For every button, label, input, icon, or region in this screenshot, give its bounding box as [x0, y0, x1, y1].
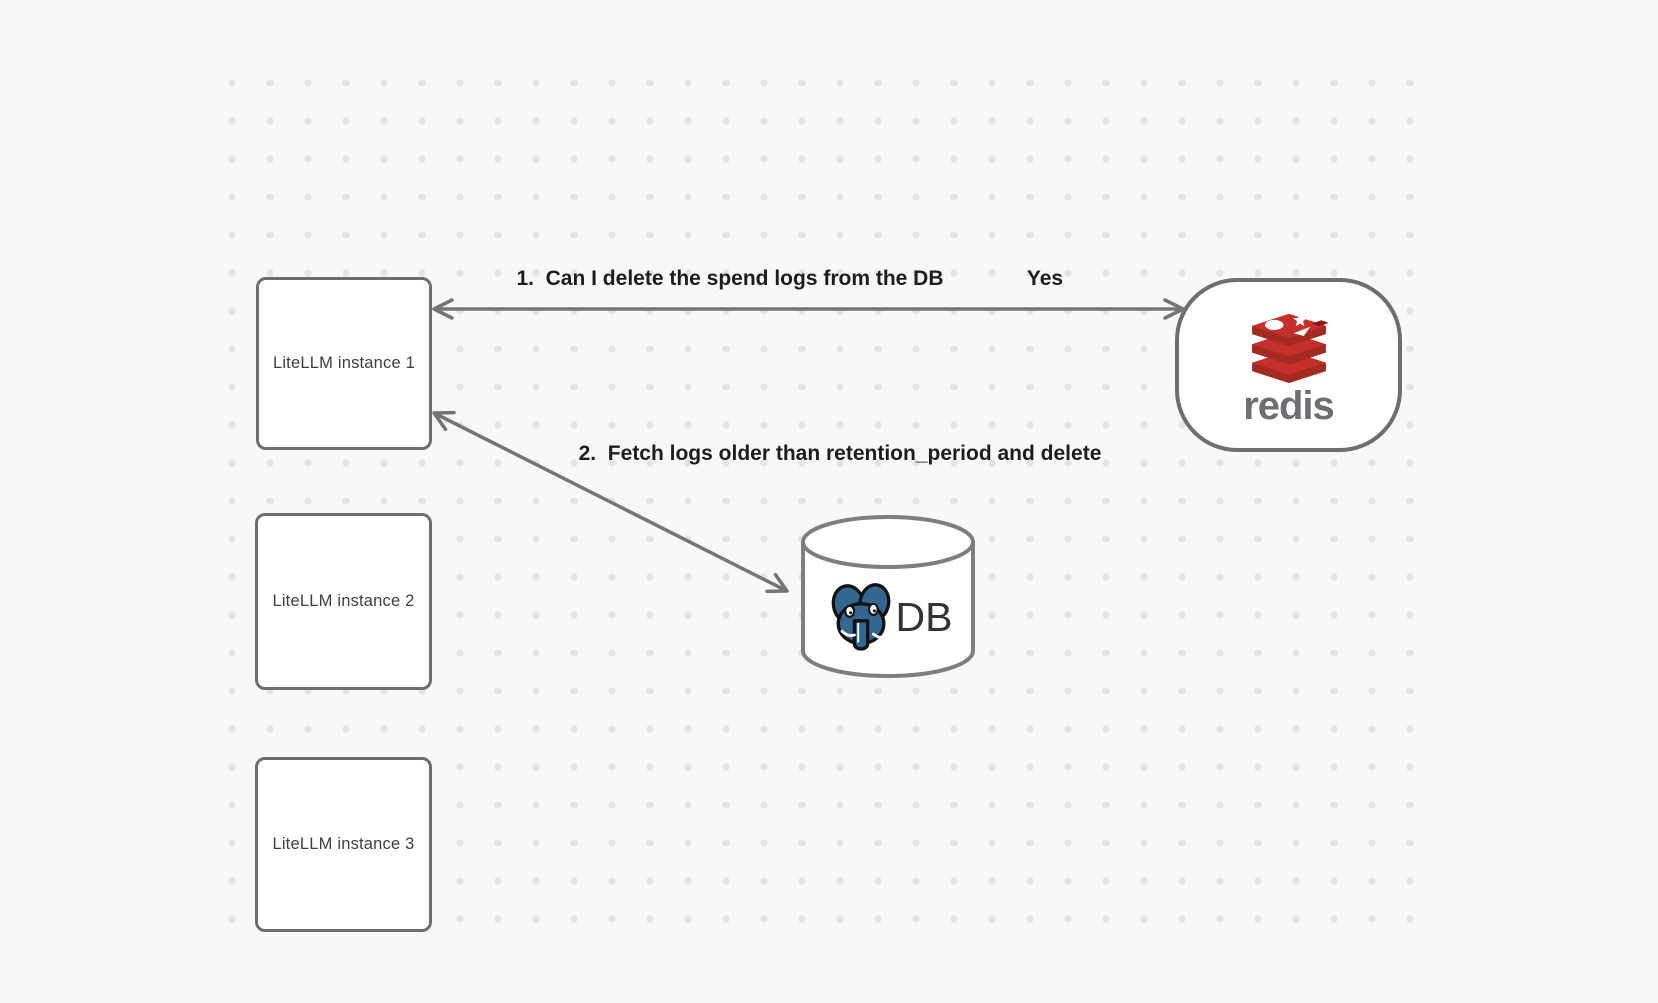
edge2-label[interactable]: 2. Fetch logs older than retention_perio…	[578, 442, 1102, 465]
db-label: DB	[895, 593, 953, 640]
edge1-reply-label[interactable]: Yes	[1026, 267, 1064, 290]
edge-instance1-db[interactable]	[432, 410, 789, 594]
node-litellm-instance-1[interactable]: LiteLLM instance 1	[256, 277, 432, 450]
node-litellm-instance-2[interactable]: LiteLLM instance 2	[255, 513, 432, 690]
db-node-content: DB	[798, 575, 978, 659]
redis-wordmark: redis	[1243, 384, 1335, 428]
node-label: LiteLLM instance 2	[272, 592, 415, 610]
postgresql-logo-icon	[831, 583, 890, 651]
edge-instance1-redis[interactable]	[432, 298, 1185, 320]
node-label: LiteLLM instance 3	[272, 835, 415, 853]
redis-logo-icon	[1251, 312, 1329, 384]
node-label: LiteLLM instance 1	[272, 354, 416, 372]
node-litellm-instance-3[interactable]: LiteLLM instance 3	[255, 757, 432, 932]
edge1-label[interactable]: 1. Can I delete the spend logs from the …	[516, 267, 944, 290]
node-redis[interactable]: redis	[1175, 278, 1402, 452]
